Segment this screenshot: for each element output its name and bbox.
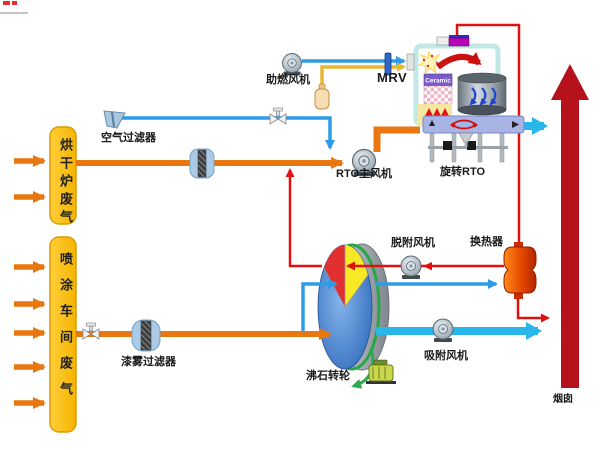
rotary-rto-label: 旋转RTO [440,166,486,178]
drain-funnel-icon [458,132,474,143]
adsorption-fan-label: 吸附风机 [424,350,468,362]
zeolite-wheel-label: 沸石转轮 [306,370,350,382]
wheel-desorption-sector [324,244,345,307]
source-label-drying-oven: 烘干炉废气 [58,138,73,228]
burner-supply [282,52,415,110]
combustion-fan-label: 助燃风机 [266,74,310,86]
air-line-valve-icon [269,107,287,125]
wheel-regeneration-sector [345,245,368,307]
burner-flame-icon [417,50,443,75]
mrv-valve-icon [384,52,392,76]
rto-purge-cap [448,37,470,47]
air-intake-icon [103,110,126,129]
zeolite-wheel [317,243,396,389]
paint-mist-filter-icon [131,319,161,352]
bag-filter-icon [189,148,215,179]
cooling-air-line [301,279,338,331]
chimney-arrow [551,64,589,388]
chimney-label: 烟囱 [553,394,573,405]
rto-main-fan-label: RTO主风机 [336,168,393,180]
spray-duct [76,319,332,352]
rto-manifold [422,115,525,147]
hot-gas-line [455,23,521,244]
paint-mist-filter-label: 漆雾过滤器 [121,356,176,368]
concentrate-line [285,168,322,268]
ceramic-bed [423,85,453,105]
rto-main-fan-group [351,126,420,177]
heat-exchanger-label: 换热器 [470,236,503,248]
source-label-spray-booth: 喷涂车间废气 [58,252,73,408]
wheel-motor-icon [366,359,396,384]
air-filter-branch [103,107,335,150]
drum-flow-arrows [469,87,497,106]
combustion-fan-icon [282,53,302,76]
desorption-fan-icon [400,255,422,280]
air-filter-label: 空气过滤器 [101,132,156,144]
ceramic-label: Ceramic [425,78,451,85]
gas-bottle-icon [314,83,330,110]
inlet-arrows [14,155,46,409]
rto-drum [457,72,507,116]
combustion-flow-arrow [436,51,482,70]
heat-exchanger-icon [503,242,537,299]
desorption-fan-label: 脱附风机 [391,237,435,249]
rto-cap-stripe [449,35,469,38]
rotary-rto-unit: Ceramic [413,35,525,163]
desorption-line [346,255,504,280]
adsorption-fan-icon [432,318,454,343]
corner-marks [0,1,28,14]
rto-stand [428,125,508,163]
rto-top-box [436,36,450,46]
adsorption-outlet-line [376,318,542,343]
mrv-label: MRV [377,70,408,85]
source-box-drying-oven [49,126,77,225]
hx-to-chimney-line [516,296,550,323]
